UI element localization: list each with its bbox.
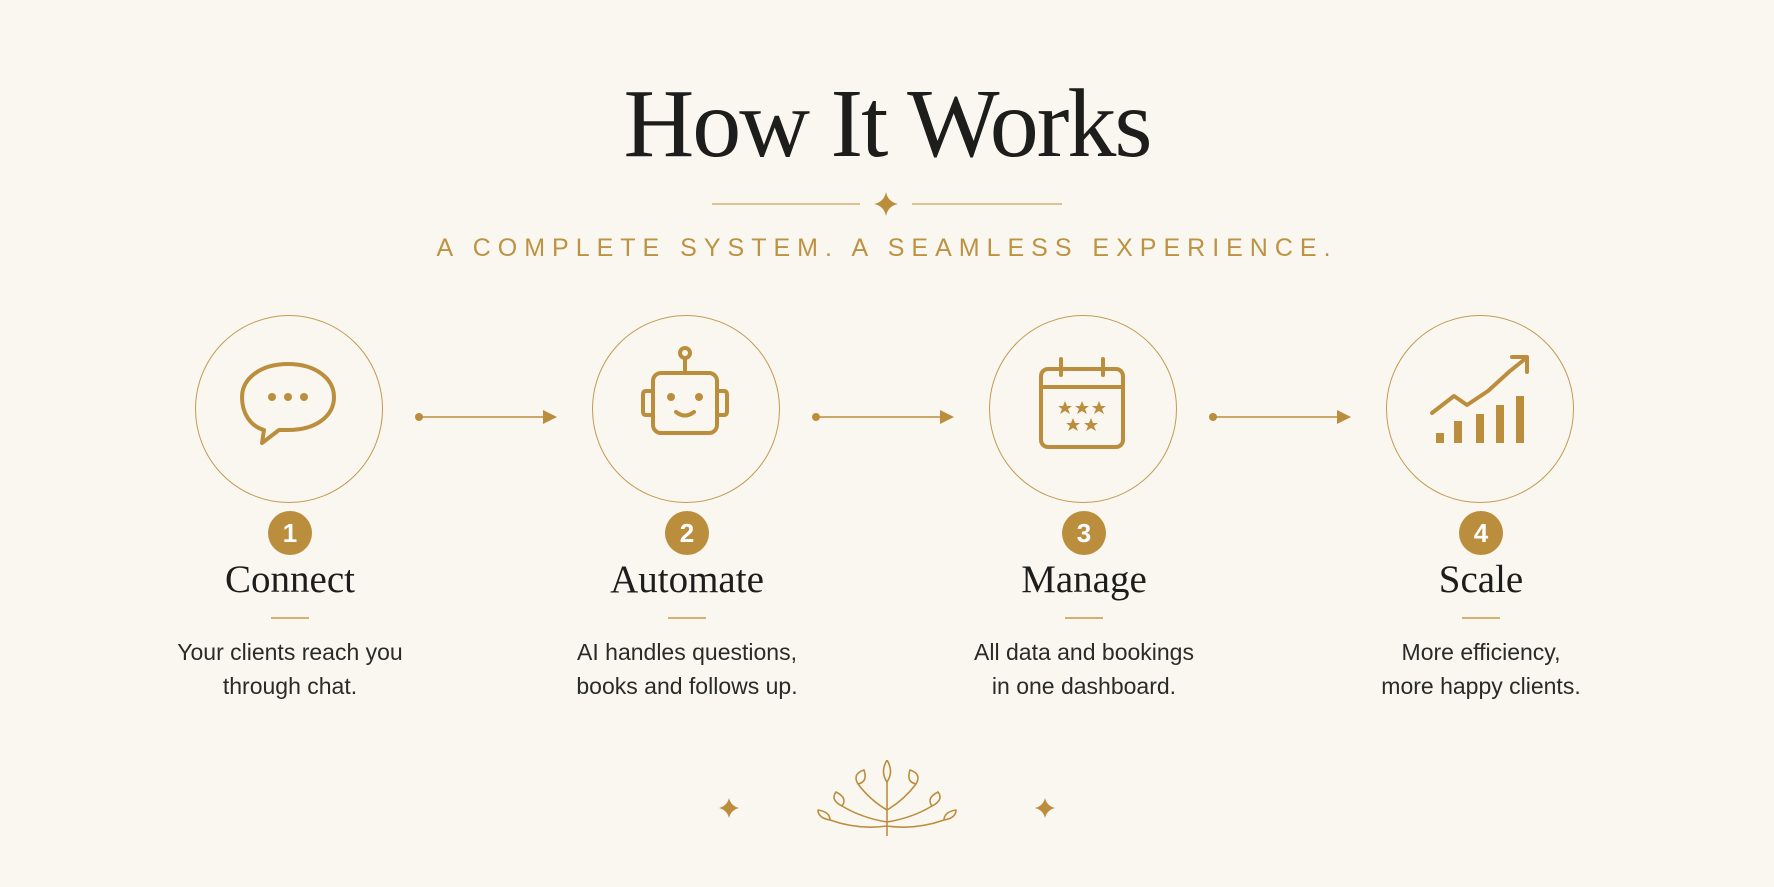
step-number-badge: 4 [1459, 511, 1503, 555]
step-number-badge: 3 [1062, 511, 1106, 555]
step-scale: 4 Scale More efficiency, more happy clie… [1311, 315, 1651, 715]
step-description: More efficiency, more happy clients. [1311, 635, 1651, 703]
arrow-right-icon [415, 410, 557, 424]
step-automate: 2 Automate AI handles questions, books a… [517, 315, 857, 715]
sparkle-icon [1035, 798, 1055, 818]
leaf-sprig-icon [817, 760, 957, 836]
calendar-icon [1039, 357, 1125, 449]
step-icon-ring [1386, 315, 1574, 503]
description-line: more happy clients. [1381, 673, 1581, 699]
step-description: All data and bookings in one dashboard. [914, 635, 1254, 703]
description-line: All data and bookings [974, 639, 1194, 665]
growth-chart-icon [1430, 355, 1529, 443]
chat-bubble-icon [240, 362, 336, 445]
step-number-badge: 2 [665, 511, 709, 555]
title-underline [1462, 617, 1500, 619]
sparkle-icon [874, 192, 898, 216]
step-icon-ring [195, 315, 383, 503]
step-description: AI handles questions, books and follows … [517, 635, 857, 703]
footer-ornament [452, 760, 1322, 836]
title-underline [1065, 617, 1103, 619]
title-divider [712, 192, 1062, 216]
arrow-right-icon [1209, 410, 1351, 424]
step-icon-ring [592, 315, 780, 503]
page-subtitle: A COMPLETE SYSTEM. A SEAMLESS EXPERIENCE… [436, 234, 1338, 262]
step-manage: 3 Manage All data and bookings in one da… [914, 315, 1254, 715]
description-line: AI handles questions, [577, 639, 797, 665]
description-line: books and follows up. [576, 673, 798, 699]
title-underline [271, 617, 309, 619]
step-title: Automate [610, 558, 764, 601]
robot-icon [641, 346, 729, 435]
description-line: in one dashboard. [991, 673, 1177, 699]
step-description: Your clients reach you through chat. [120, 635, 460, 703]
step-number-badge: 1 [268, 511, 312, 555]
title-underline [668, 617, 706, 619]
description-line: through chat. [222, 673, 358, 699]
description-line: Your clients reach you [177, 639, 403, 665]
step-icon-ring [989, 315, 1177, 503]
sparkle-icon [719, 798, 739, 818]
step-title: Connect [225, 558, 355, 601]
step-connect: 1 Connect Your clients reach you through… [120, 315, 460, 715]
page-title: How It Works [623, 70, 1152, 178]
step-title: Manage [1021, 558, 1147, 601]
description-line: More efficiency, [1401, 639, 1561, 665]
step-title: Scale [1438, 558, 1524, 601]
arrow-right-icon [812, 410, 954, 424]
